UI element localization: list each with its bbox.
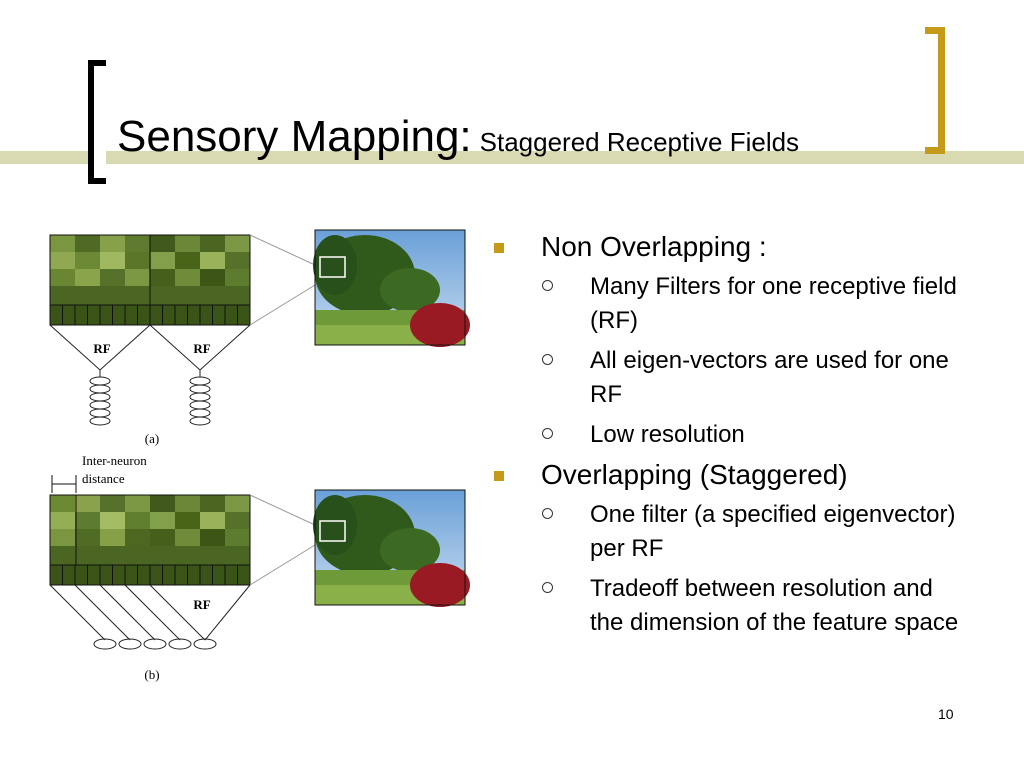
circle-bullet-icon: [542, 582, 553, 593]
title-subtitle: Staggered Receptive Fields: [479, 127, 800, 157]
scene-photo-a: [313, 229, 470, 347]
mosaic-grid-a: [49, 234, 251, 326]
slide-title: Sensory Mapping:Staggered Receptive Fiel…: [117, 112, 799, 162]
inter-neuron-label-line2: distance: [82, 471, 125, 486]
caption-b: (b): [144, 667, 159, 682]
title-main: Sensory Mapping:: [117, 112, 472, 161]
sub-bullet: All eigen-vectors are used for one RF: [490, 344, 960, 412]
scene-photo-b: [313, 489, 470, 607]
square-bullet-icon: [494, 471, 504, 481]
rf-label-a2: RF: [193, 341, 210, 356]
circle-bullet-icon: [542, 354, 553, 365]
circle-bullet-icon: [542, 428, 553, 439]
neuron-stack-a1: [89, 370, 111, 426]
left-bracket-decoration: [88, 60, 106, 184]
right-bracket-decoration: [925, 27, 945, 154]
sub-bullet-text: Tradeoff between resolution and the dime…: [590, 575, 959, 636]
receptive-field-figure: RF RF (a) Inter-neuron distance: [49, 229, 470, 682]
bullet-text: Non Overlapping :: [541, 231, 767, 262]
sub-bullet: One filter (a specified eigenvector) per…: [490, 498, 960, 566]
sub-bullet-text: All eigen-vectors are used for one RF: [590, 347, 949, 408]
square-bullet-icon: [494, 243, 504, 253]
bullet-non-overlapping: Non Overlapping :: [490, 230, 960, 264]
sub-bullet-text: Low resolution: [590, 421, 745, 448]
circle-bullet-icon: [542, 508, 553, 519]
page-number: 10: [938, 706, 954, 722]
caption-a: (a): [145, 431, 159, 446]
panel-b: RF (b): [49, 489, 470, 682]
sub-bullet: Many Filters for one receptive field (RF…: [490, 270, 960, 338]
panel-a: RF RF (a): [49, 229, 470, 446]
sub-bullet-text: Many Filters for one receptive field (RF…: [590, 273, 957, 334]
mosaic-grid-b: [49, 494, 251, 586]
circle-bullet-icon: [542, 280, 553, 291]
staggered-rf-lines: [49, 584, 251, 641]
bullet-text: Overlapping (Staggered): [541, 459, 848, 490]
sub-bullet: Tradeoff between resolution and the dime…: [490, 572, 960, 640]
bullet-overlapping: Overlapping (Staggered): [490, 458, 960, 492]
neuron-row-b: [93, 638, 217, 650]
rf-label-b: RF: [193, 597, 210, 612]
inter-neuron-label-line1: Inter-neuron: [82, 453, 147, 468]
bullet-list: Non Overlapping : Many Filters for one r…: [490, 230, 960, 646]
title-band: [0, 151, 1024, 164]
rf-label-a1: RF: [93, 341, 110, 356]
sub-bullet: Low resolution: [490, 418, 960, 452]
inter-neuron-arrow: [51, 475, 77, 493]
sub-bullet-text: One filter (a specified eigenvector) per…: [590, 501, 956, 562]
neuron-stack-a2: [189, 370, 211, 426]
